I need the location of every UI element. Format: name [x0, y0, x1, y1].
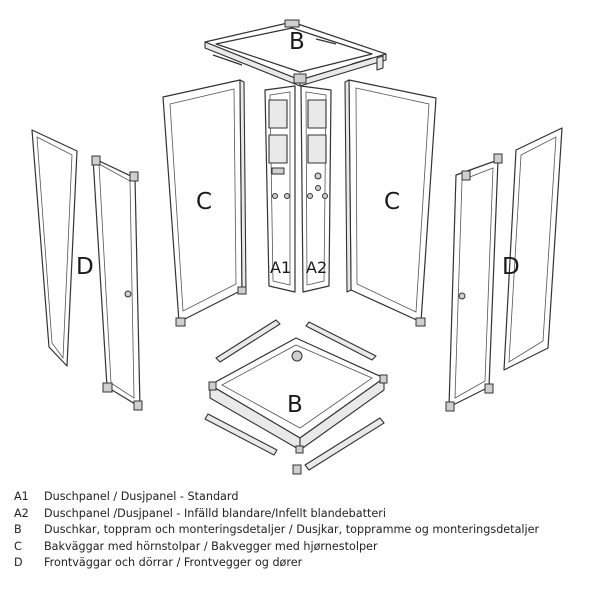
- label-panel-a1: A1: [270, 258, 291, 277]
- legend-code: C: [14, 539, 22, 553]
- legend-code: D: [14, 556, 23, 570]
- label-right-front: D: [502, 254, 520, 280]
- label-left-front: D: [76, 254, 94, 280]
- legend-code: A1: [14, 490, 29, 503]
- label-tray-top: B: [289, 29, 305, 55]
- right-door: [445, 153, 503, 412]
- legend-row: A1 Duschpanel / Dusjpanel - Standard: [14, 489, 594, 506]
- left-back-wall: C: [162, 79, 247, 327]
- right-back-wall: C: [344, 79, 437, 327]
- legend-row: D Frontväggar och dörrar / Frontvegger og…: [14, 555, 594, 572]
- legend-text: Bakväggar med hörnstolpar / Bakvegger me…: [44, 539, 378, 553]
- legend-row: A2 Duschpanel /Dusjpanel - Infälld blanda…: [14, 506, 594, 523]
- legend-row: B Duschkar, toppram och monteringsdetalje…: [14, 522, 594, 539]
- legend-code: A2: [14, 506, 29, 520]
- exploded-assembly-diagram: B C C A1 A2: [31, 19, 563, 475]
- label-panel-a2: A2: [306, 258, 327, 277]
- top-frame: B: [204, 19, 387, 87]
- label-left-back-wall: C: [196, 189, 212, 215]
- left-door: [91, 155, 143, 411]
- right-front-glass: D: [502, 127, 563, 371]
- legend-text: Duschpanel / Dusjpanel - Standard: [44, 490, 239, 503]
- label-tray-bottom: B: [287, 392, 303, 418]
- legend-text: Frontväggar och dörrar / Frontvegger og …: [44, 556, 303, 570]
- label-right-back-wall: C: [384, 189, 400, 215]
- shower-panel-a1: A1: [264, 85, 296, 293]
- shower-tray: B: [204, 319, 388, 475]
- legend-text: Duschpanel /Dusjpanel - Infälld blandare…: [44, 506, 386, 520]
- left-front-glass: D: [31, 129, 94, 367]
- shower-panel-a2: A2: [300, 85, 332, 293]
- legend-code: B: [14, 523, 22, 537]
- legend-text: Duschkar, toppram och monteringsdetaljer…: [44, 523, 540, 537]
- legend-row: C Bakväggar med hörnstolpar / Bakvegger m…: [14, 539, 594, 556]
